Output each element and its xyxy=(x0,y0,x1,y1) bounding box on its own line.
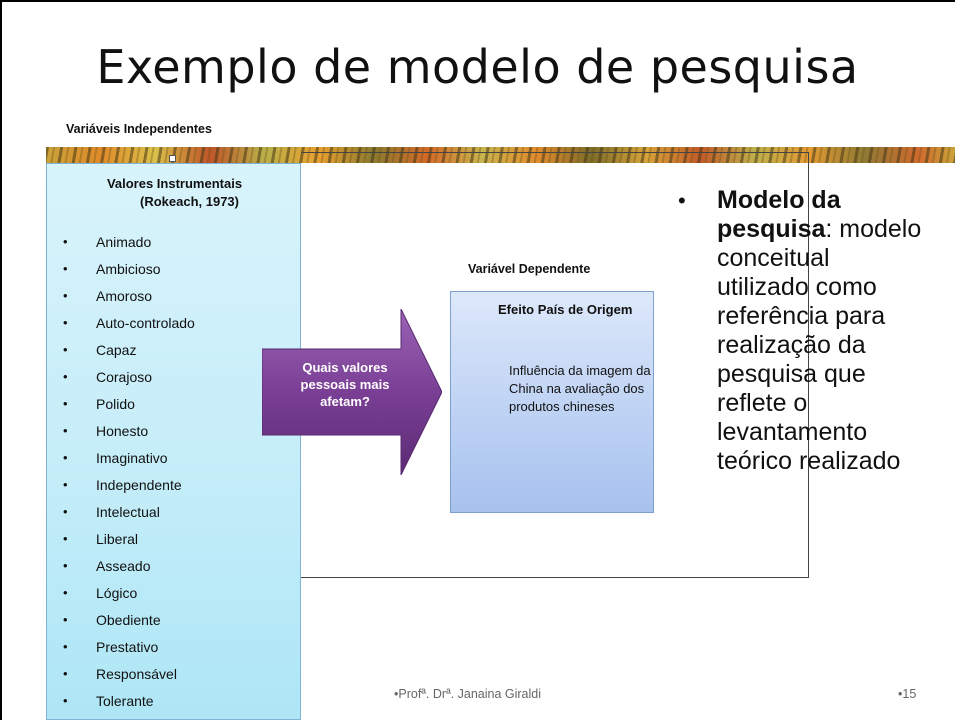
list-item: Corajoso xyxy=(47,367,195,394)
list-item: Independente xyxy=(47,475,195,502)
bullet-icon: • xyxy=(678,188,686,213)
list-item: Imaginativo xyxy=(47,448,195,475)
list-item: Prestativo xyxy=(47,637,195,664)
bullet-text: Modelo da pesquisa: modelo conceitual ut… xyxy=(717,186,922,476)
texture-strip xyxy=(46,147,955,163)
slide-title: Exemplo de modelo de pesquisa xyxy=(96,40,859,94)
country-of-origin-box: Efeito País de Origem Influência da imag… xyxy=(450,291,654,513)
bullet-bold-text: Modelo da pesquisa xyxy=(717,186,841,243)
independent-variables-label: Variáveis Independentes xyxy=(66,122,212,136)
values-box-title: Valores Instrumentais xyxy=(106,176,243,191)
list-item: Capaz xyxy=(47,340,195,367)
list-item: Auto-controlado xyxy=(47,313,195,340)
list-item: Amoroso xyxy=(47,286,195,313)
list-item: Polido xyxy=(47,394,195,421)
instrumental-values-box: Valores Instrumentais (Rokeach, 1973) An… xyxy=(46,163,301,720)
list-item: Liberal xyxy=(47,529,195,556)
list-item: Animado xyxy=(47,232,195,259)
list-item: Ambicioso xyxy=(47,259,195,286)
values-list: Animado Ambicioso Amoroso Auto-controlad… xyxy=(47,232,195,718)
list-item: Honesto xyxy=(47,421,195,448)
arrow-shape xyxy=(262,309,442,475)
list-item: Intelectual xyxy=(47,502,195,529)
list-item: Tolerante xyxy=(47,691,195,718)
page-number: •15 xyxy=(898,687,917,701)
footer-author: •Profª. Drª. Janaina Giraldi xyxy=(394,687,542,701)
bullet-rest-text: : modelo conceitual utilizado como refer… xyxy=(717,215,922,475)
resize-handle[interactable] xyxy=(169,155,176,162)
dependent-variable-label: Variável Dependente xyxy=(468,262,591,276)
list-item: Asseado xyxy=(47,556,195,583)
list-item: Lógico xyxy=(47,583,195,610)
arrow-question: Quais valores pessoais mais afetam? xyxy=(300,360,390,409)
connector-frame xyxy=(301,152,809,578)
list-item: Responsável xyxy=(47,664,195,691)
values-box-citation: (Rokeach, 1973) xyxy=(140,194,239,209)
effect-box-title: Efeito País de Origem xyxy=(498,302,633,317)
effect-box-description: Influência da imagem da China na avaliaç… xyxy=(509,363,651,414)
list-item: Obediente xyxy=(47,610,195,637)
